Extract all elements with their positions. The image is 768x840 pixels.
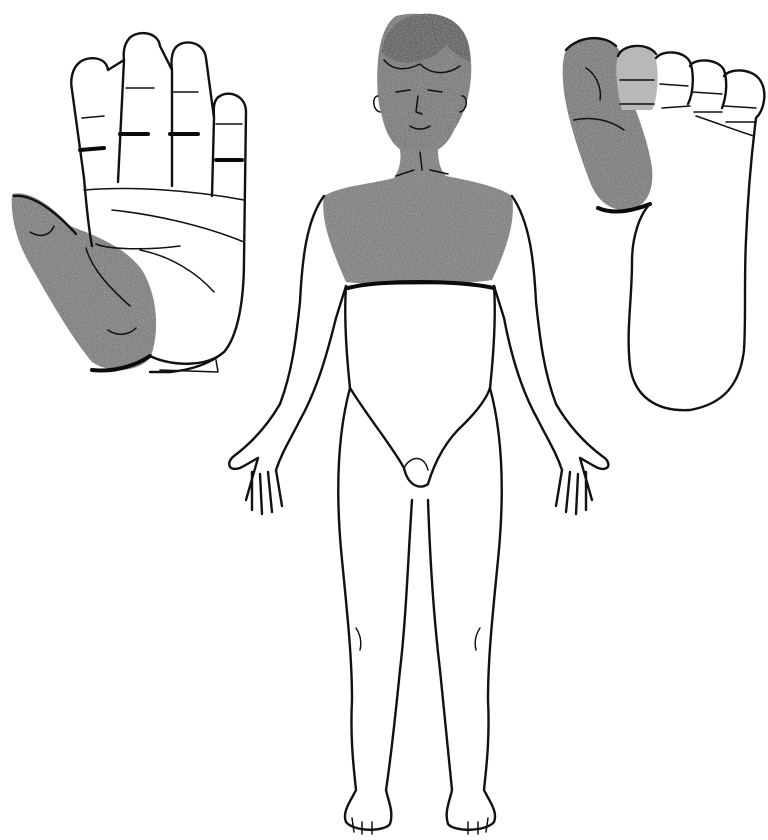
foot-sole-view: [563, 38, 765, 410]
palm-view: [12, 33, 246, 372]
shaded-chest-region: [323, 150, 513, 285]
shaded-thumb-region: [12, 193, 156, 369]
legs-outline: [338, 388, 502, 830]
shaded-second-toe: [616, 47, 657, 110]
body-front-view: [229, 14, 608, 834]
